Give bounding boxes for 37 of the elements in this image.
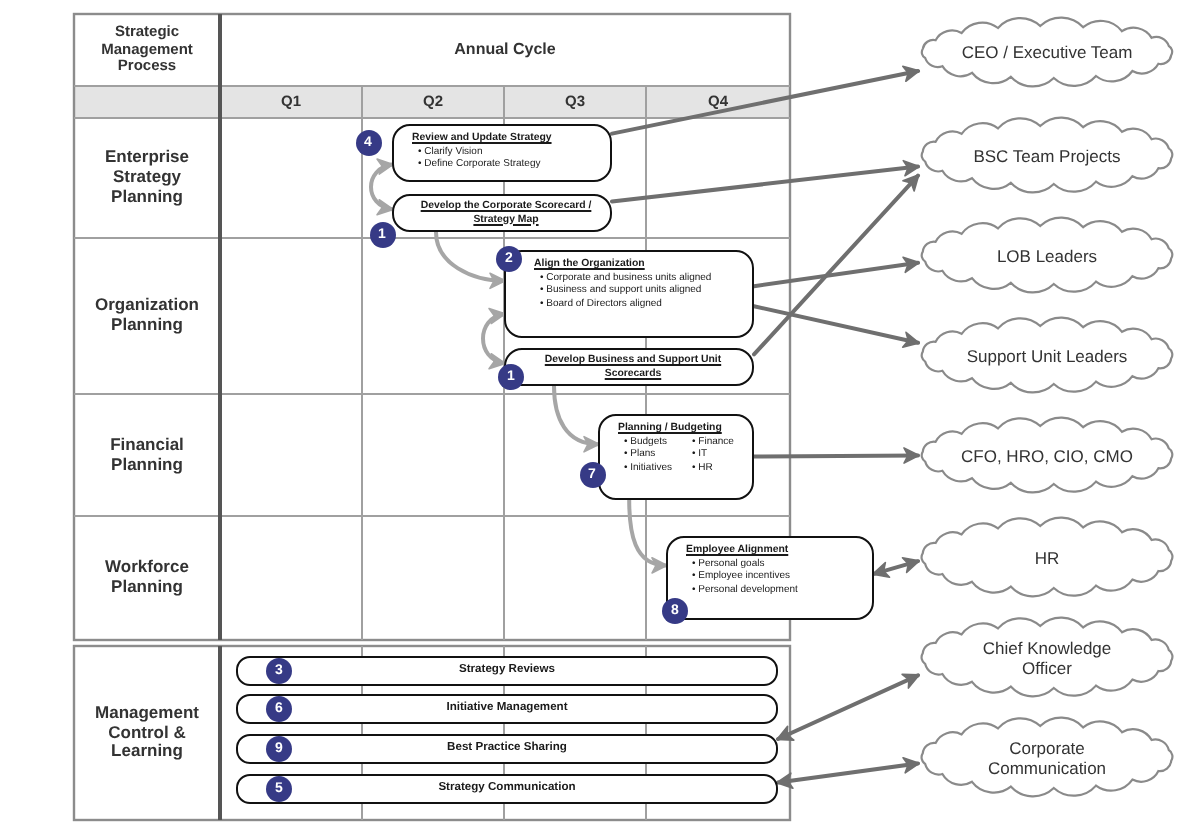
arrow (610, 159, 920, 204)
arrow (752, 304, 920, 348)
arrow (610, 65, 920, 136)
process-box (598, 414, 754, 500)
activity-bar (236, 694, 778, 724)
stakeholder-name: CEO / Executive Team (961, 42, 1133, 62)
double-arrow (872, 556, 920, 579)
row-header: Workforce Planning (103, 558, 191, 598)
arrow (434, 230, 506, 289)
arrow (752, 173, 920, 357)
double-arrow (776, 756, 920, 790)
arrow (752, 447, 920, 464)
column-header: Annual Cycle (454, 40, 556, 60)
stakeholder-name: BSC Team Projects (973, 145, 1121, 165)
activity-bar (236, 656, 778, 686)
stakeholder-name: HR (1034, 547, 1060, 567)
row-header: Financial Planning (108, 435, 186, 475)
stakeholder-name: Support Unit Leaders (966, 345, 1128, 365)
stakeholder-name: Corporate Communication (985, 737, 1109, 777)
process-box (392, 124, 612, 182)
stakeholder-name: Chief Knowledge Officer (980, 637, 1114, 677)
arrow (552, 384, 600, 452)
activity-bar (236, 734, 778, 764)
row-header: Organization Planning (93, 296, 201, 336)
double-arrow (776, 673, 920, 741)
row-header: Management Control & Learning (93, 703, 201, 763)
process-box (392, 194, 612, 232)
process-box (504, 348, 754, 386)
stakeholder-name: LOB Leaders (996, 245, 1098, 265)
stakeholder-name: CFO, HRO, CIO, CMO (961, 445, 1133, 465)
process-box (666, 536, 874, 620)
arrow (627, 498, 668, 573)
double-arrow (369, 159, 394, 214)
row-header: Enterprise Strategy Planning (102, 148, 192, 208)
double-arrow (481, 309, 506, 368)
arrow (752, 256, 920, 289)
activity-bar (236, 774, 778, 804)
